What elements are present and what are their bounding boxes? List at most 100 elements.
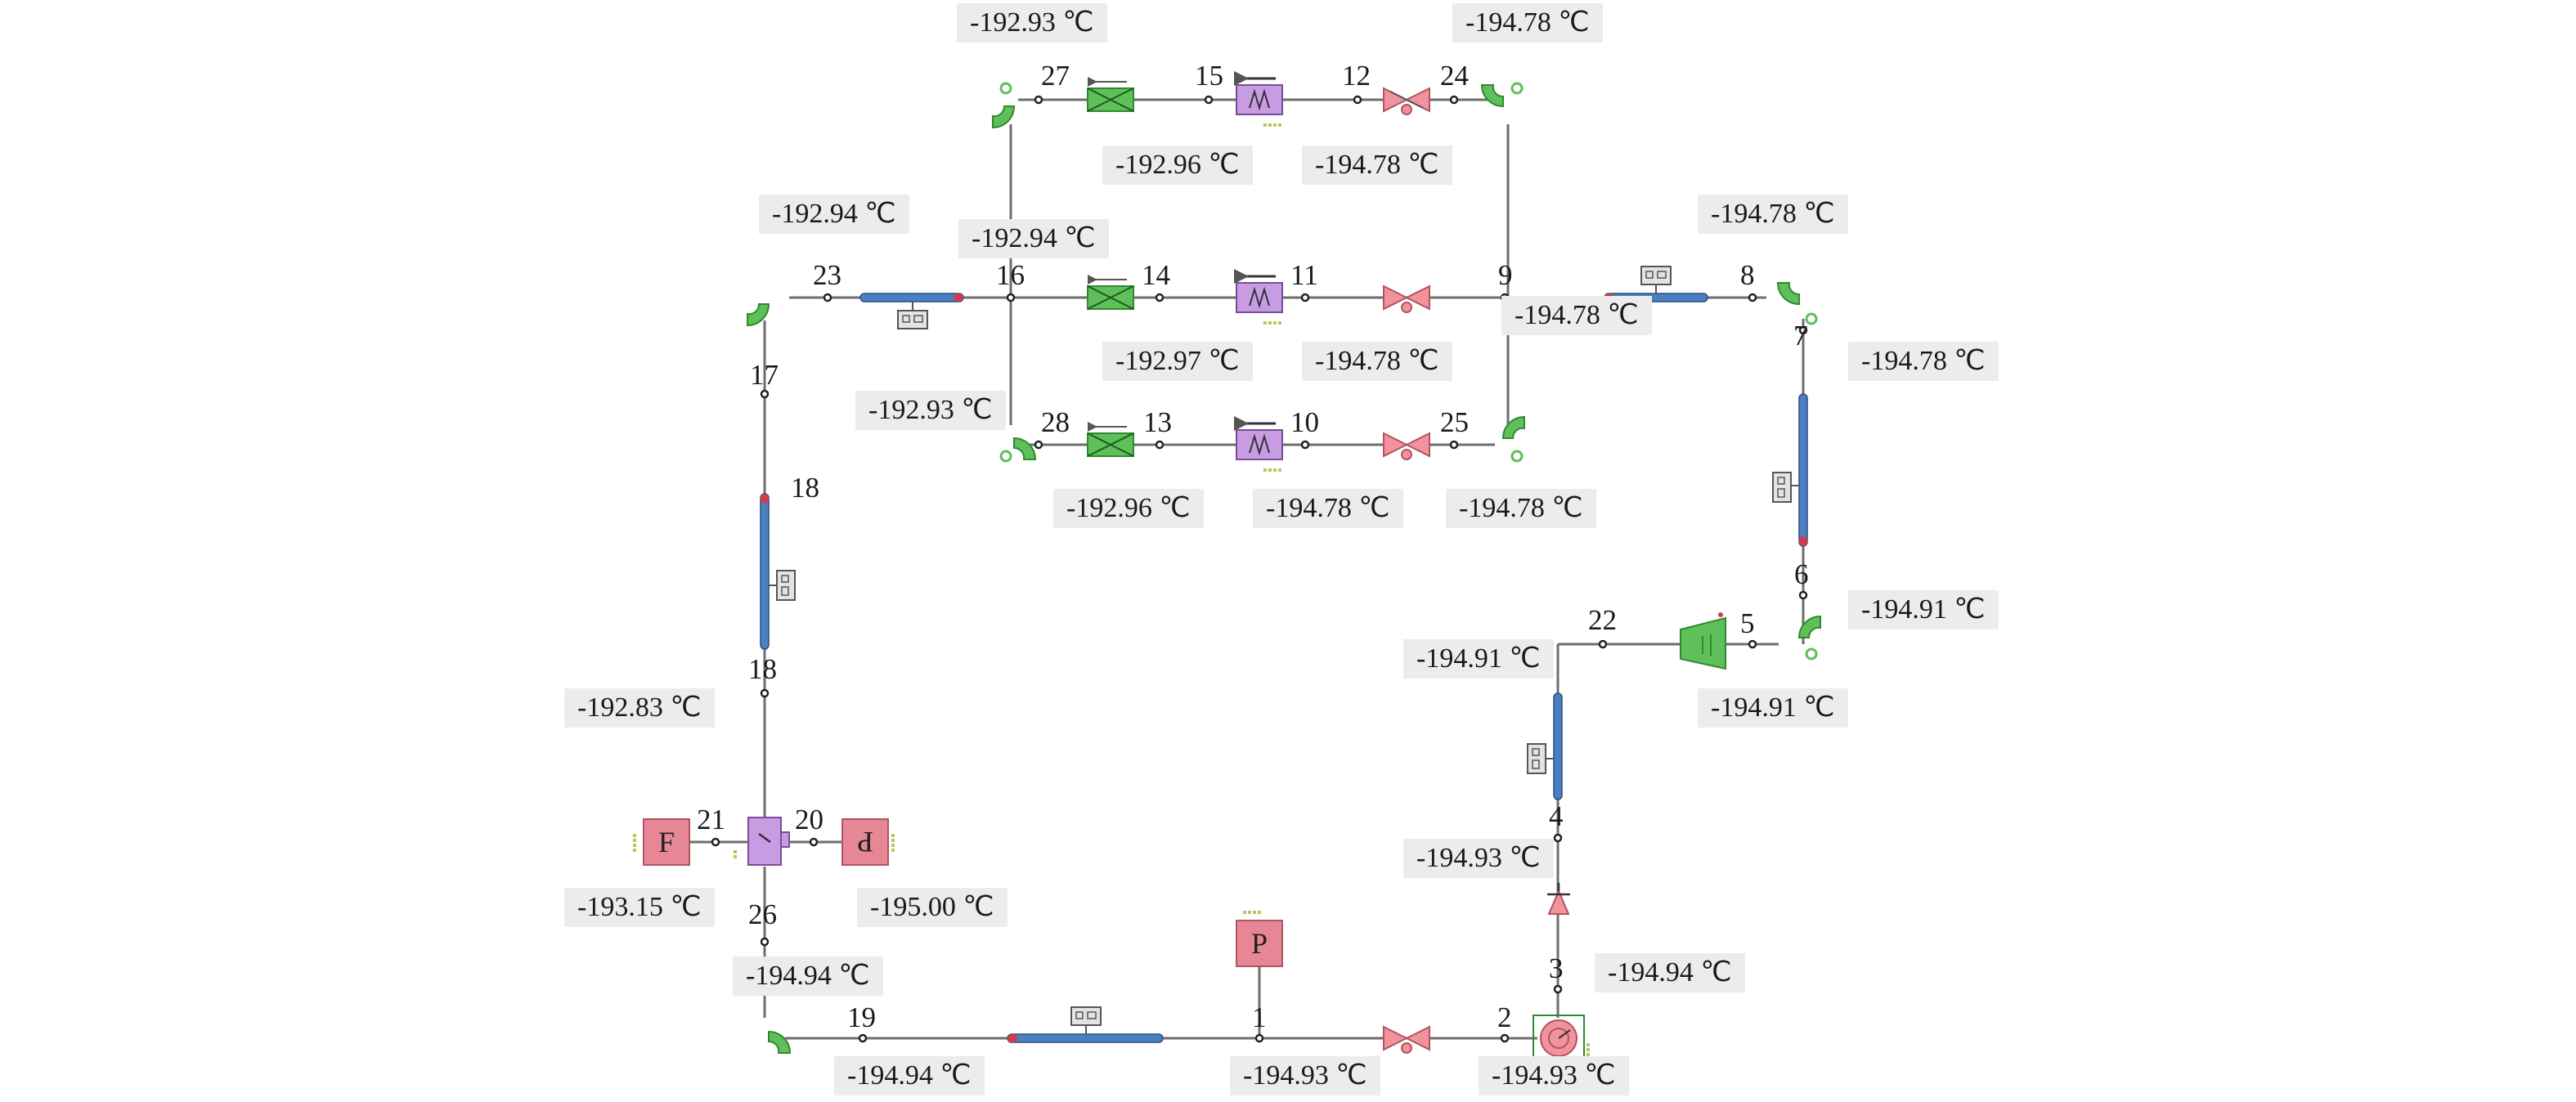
bend-marker	[1510, 450, 1524, 463]
node-label: 15	[1195, 60, 1223, 92]
valve-unit	[1383, 87, 1430, 115]
temperature-label: -194.91 ℃	[1403, 639, 1554, 679]
temperature-label: -194.78 ℃	[1446, 489, 1596, 528]
pipe-bend	[1501, 415, 1525, 439]
node-dot	[1254, 1033, 1264, 1043]
node-label: 18	[748, 653, 777, 685]
bend-marker	[999, 450, 1012, 463]
pipe-bend	[768, 1030, 792, 1054]
boundary-product-letter: P	[857, 826, 873, 858]
node-label: 21	[697, 804, 725, 835]
heat-exchanger-tube	[1772, 393, 1808, 547]
node-dot	[1798, 325, 1808, 335]
pipe-bend	[992, 105, 1016, 129]
temperature-label: -192.83 ℃	[564, 688, 715, 728]
node-dot	[1353, 95, 1362, 105]
temperature-label: -194.94 ℃	[834, 1056, 985, 1095]
heater-unit	[1234, 416, 1283, 472]
heat-exchanger-tube	[1007, 1006, 1164, 1043]
node-label: 14	[1142, 259, 1170, 291]
node-label: 17	[750, 359, 779, 391]
pipe-bend	[1013, 437, 1037, 460]
node-dot	[1449, 95, 1459, 105]
bend-marker	[1805, 647, 1818, 661]
node-dot	[1500, 1033, 1510, 1043]
node-label: 27	[1041, 60, 1070, 92]
temperature-label: -193.15 ℃	[564, 888, 715, 927]
node-dot	[858, 1033, 868, 1043]
cooler-unit	[1087, 422, 1134, 457]
node-dot	[1553, 984, 1563, 994]
coolers	[1087, 77, 1134, 457]
bend-marker	[1805, 312, 1818, 325]
node-label: 9	[1498, 259, 1513, 291]
node-label: 11	[1290, 259, 1318, 291]
separator	[734, 817, 790, 866]
expander	[1547, 883, 1570, 915]
node-label: 25	[1440, 406, 1469, 438]
node-label: 2	[1497, 1001, 1512, 1033]
valve-unit	[1383, 284, 1430, 313]
node-label: 24	[1440, 60, 1469, 92]
valve-unit	[1383, 432, 1430, 460]
heaters	[1234, 71, 1283, 472]
temperature-label: -194.78 ℃	[1302, 146, 1452, 185]
node-dot	[1006, 293, 1016, 302]
node-label: 16	[996, 259, 1025, 291]
compressor	[1680, 612, 1726, 670]
temperature-label: -194.78 ℃	[1501, 296, 1652, 335]
pipe-bend	[1480, 84, 1504, 108]
node-label: 20	[795, 804, 824, 835]
node-dot	[809, 837, 819, 847]
pipes	[666, 98, 1805, 1040]
node-label: 19	[847, 1001, 876, 1033]
temperature-label: -192.96 ℃	[1102, 146, 1253, 185]
temperature-label: -194.93 ℃	[1230, 1056, 1380, 1095]
node-dot	[1034, 440, 1043, 450]
temperature-label: -194.78 ℃	[1848, 342, 1999, 381]
temperature-label: -194.78 ℃	[1302, 342, 1452, 381]
node-dot	[1748, 293, 1757, 302]
node-label: 26	[748, 898, 777, 930]
temperature-label: -194.78 ℃	[1253, 489, 1403, 528]
node-label: 6	[1794, 558, 1809, 590]
temperature-label: -194.78 ℃	[1452, 3, 1603, 43]
node-dot	[1449, 440, 1459, 450]
temperature-label: -194.78 ℃	[1698, 195, 1848, 234]
node-dot	[1598, 639, 1608, 649]
node-dot	[1155, 293, 1165, 302]
pipe-bends	[747, 82, 1821, 1054]
node-label: 23	[813, 259, 841, 291]
heat-exchanger-tube	[760, 493, 796, 650]
heat-exchanger-tube	[1527, 692, 1563, 800]
node-dot	[760, 688, 770, 698]
node-dot	[1300, 293, 1310, 302]
node-label: 22	[1588, 604, 1617, 636]
valves	[1383, 87, 1430, 1054]
node-label: 13	[1143, 406, 1172, 438]
temperature-label: -192.93 ℃	[855, 391, 1006, 430]
node-label: 4	[1549, 800, 1564, 832]
node-label: 8	[1740, 259, 1755, 291]
cooler-unit	[1087, 77, 1134, 112]
node-dot	[1034, 95, 1043, 105]
node-label: 1	[1252, 1001, 1267, 1033]
pipe-bend	[1797, 615, 1821, 638]
pipe-bend	[747, 303, 770, 327]
node-dot	[823, 293, 832, 302]
node-dot	[1204, 95, 1214, 105]
temperature-label: -192.94 ℃	[958, 219, 1109, 258]
node-dot	[1798, 590, 1808, 600]
bend-marker	[1510, 82, 1524, 95]
boundary-feed: F	[633, 818, 690, 866]
node-label: 3	[1549, 952, 1564, 984]
node-dot	[1553, 833, 1563, 843]
boundary-pressure: P	[1236, 911, 1283, 967]
temperature-label: -194.94 ℃	[1595, 953, 1745, 992]
node-label: 10	[1290, 406, 1319, 438]
node-label: 5	[1740, 607, 1755, 639]
cooler-unit	[1087, 275, 1134, 310]
pipe-bend	[1776, 282, 1800, 306]
node-label: 12	[1342, 60, 1371, 92]
